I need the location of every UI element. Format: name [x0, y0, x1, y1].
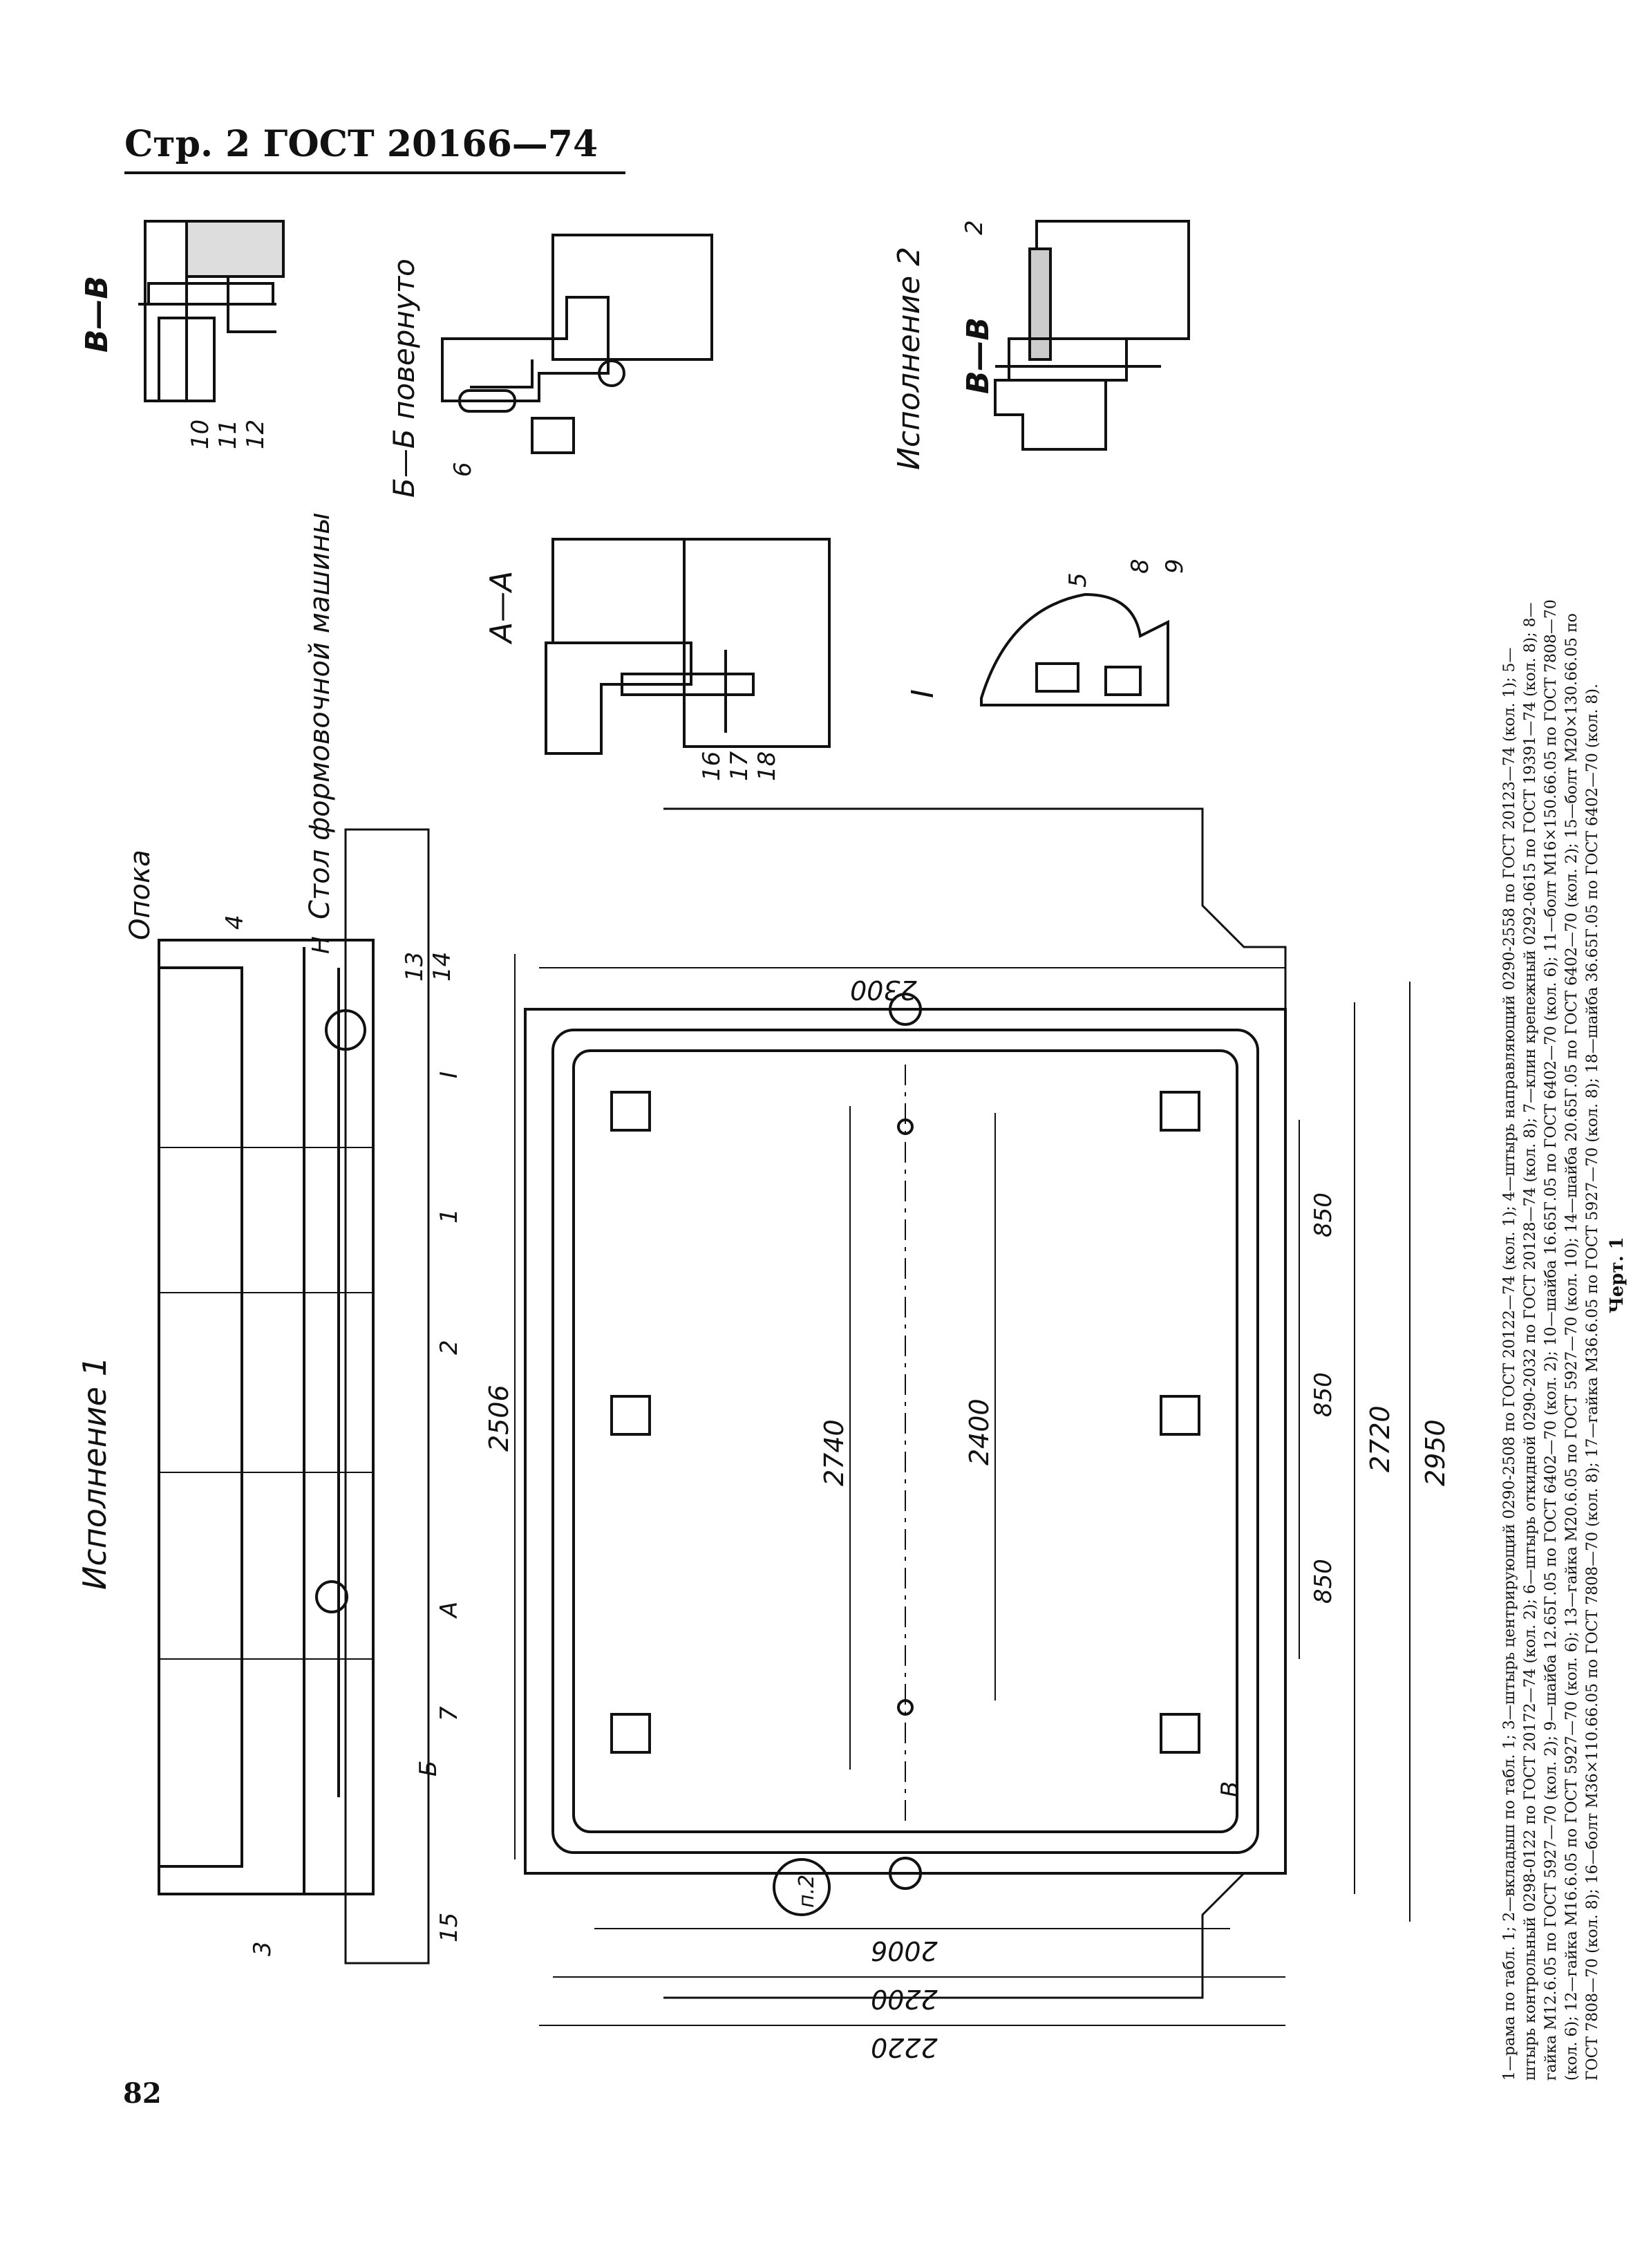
- callout-5: 5: [1064, 572, 1092, 588]
- frame-plan-view: [524, 807, 1287, 1999]
- dim-2720: 2720: [1365, 1405, 1395, 1472]
- detail-i-title: I: [905, 689, 941, 698]
- callout-16: 16: [698, 751, 726, 781]
- dim-850-top: 850: [1310, 1192, 1337, 1237]
- figure-caption: Черт. 1: [1607, 1237, 1628, 1313]
- version2-title: Исполнение 2: [891, 246, 927, 470]
- version2-vv-title: В—В: [961, 317, 996, 394]
- dim-2006: 2006: [871, 1936, 938, 1966]
- dim-850-mid: 850: [1310, 1372, 1337, 1417]
- callout-1: 1: [435, 1208, 463, 1224]
- standard-number: ГОСТ 20166—74: [263, 123, 598, 165]
- legend-line-4: (кол. 6); 12—гайка М16.6.05 по ГОСТ 5927…: [1563, 613, 1581, 2081]
- section-vv-title: В—В: [79, 275, 115, 353]
- callout-10: 10: [187, 419, 214, 449]
- callout-17: 17: [726, 751, 753, 781]
- callout-3: 3: [249, 1941, 276, 1956]
- legend-line-3: гайка М12.6.05 по ГОСТ 5927—70 (кол. 2);…: [1542, 599, 1560, 2081]
- version1-title: Исполнение 1: [76, 1356, 113, 1590]
- callout-B: Б: [415, 1760, 442, 1777]
- callout-I: I: [435, 1071, 463, 1078]
- dim-2200: 2200: [871, 1984, 938, 2014]
- callout-15: 15: [435, 1912, 463, 1942]
- dim-2300: 2300: [850, 975, 917, 1005]
- legend-line-5: ГОСТ 7808—70 (кол. 8); 16—болт М36×110.6…: [1584, 683, 1601, 2081]
- callout-V: В: [1216, 1781, 1244, 1797]
- section-vv-view: [138, 220, 285, 402]
- table-label: Стол формовочной машины: [304, 512, 336, 919]
- callout-11: 11: [214, 419, 242, 449]
- version1-side-view: [158, 828, 430, 1965]
- callout-A: А: [435, 1601, 463, 1618]
- page-number: 82: [123, 2077, 162, 2110]
- page-label: Стр. 2: [124, 123, 251, 165]
- section-bb-view: [441, 234, 713, 454]
- callout-p2: п.2: [795, 1874, 819, 1908]
- callout-18: 18: [753, 751, 781, 781]
- dimension-lines: [514, 954, 1411, 2026]
- legend-line-2: штырь контрольный 0298-0122 по ГОСТ 2017…: [1522, 602, 1539, 2081]
- callout-13: 13: [401, 951, 428, 982]
- section-aa-title: А—А: [484, 570, 519, 643]
- section-aa-view: [545, 538, 831, 755]
- callout-7: 7: [435, 1706, 463, 1721]
- dim-850-bottom: 850: [1310, 1559, 1337, 1604]
- callout-14: 14: [428, 951, 456, 982]
- callout-8: 8: [1126, 559, 1154, 574]
- parts-legend: 1—рама по табл. 1; 2—вкладыш по табл. 1;…: [1500, 214, 1603, 2081]
- dim-2740: 2740: [819, 1419, 849, 1486]
- flask-label: Опока: [124, 850, 156, 940]
- height-label: Н: [308, 936, 335, 954]
- callout-4: 4: [221, 915, 249, 930]
- section-bb-title: Б—Б повернуто: [387, 259, 421, 498]
- detail-i-view: [980, 592, 1169, 706]
- dim-2220: 2220: [871, 2032, 938, 2063]
- callout-12: 12: [242, 419, 270, 449]
- page-header: Стр. 2 ГОСТ 20166—74: [124, 123, 626, 174]
- callout-2-v2: 2: [961, 220, 988, 235]
- callout-9: 9: [1161, 559, 1189, 574]
- callout-2: 2: [435, 1340, 463, 1355]
- dim-2400: 2400: [964, 1398, 994, 1465]
- dim-2506: 2506: [484, 1385, 514, 1452]
- dim-2950: 2950: [1420, 1419, 1451, 1486]
- version2-vv-view: [994, 220, 1190, 451]
- callout-6: 6: [449, 462, 477, 477]
- legend-line-1: 1—рама по табл. 1; 2—вкладыш по табл. 1;…: [1501, 647, 1518, 2081]
- header-rule: [124, 171, 626, 174]
